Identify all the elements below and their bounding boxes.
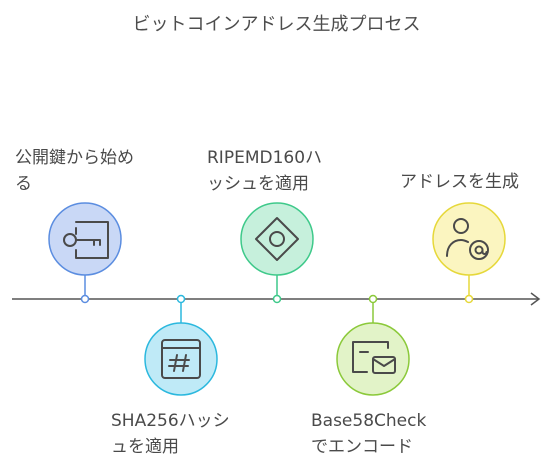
step-5-label-line-1: アドレスを生成 bbox=[400, 172, 519, 192]
step-5-circle bbox=[432, 202, 506, 276]
step-1-label: 公開鍵から始め る bbox=[15, 145, 134, 197]
diamond-icon bbox=[255, 217, 299, 261]
step-4-dot bbox=[368, 294, 378, 304]
step-4-label-line-2: でエンコード bbox=[311, 437, 413, 457]
step-1-label-line-1: 公開鍵から始め bbox=[15, 148, 134, 168]
step-4-label: Base58Check でエンコード bbox=[311, 408, 426, 460]
step-1-label-line-2: る bbox=[15, 174, 32, 194]
step-3-dot bbox=[272, 294, 282, 304]
email-encode-icon bbox=[352, 341, 396, 374]
key-icon bbox=[63, 221, 109, 259]
step-2-label: SHA256ハッシ ュを適用 bbox=[111, 408, 230, 460]
step-5-dot bbox=[464, 294, 474, 304]
step-2-label-line-2: ュを適用 bbox=[111, 437, 179, 457]
diagram-title: ビットコインアドレス生成プロセス bbox=[132, 14, 421, 35]
step-4 bbox=[336, 294, 410, 396]
user-at-icon bbox=[446, 218, 489, 260]
step-1 bbox=[48, 202, 122, 304]
step-2-label-line-1: SHA256ハッシ bbox=[111, 411, 230, 431]
step-3-circle bbox=[240, 202, 314, 276]
step-1-dot bbox=[80, 294, 90, 304]
timeline-arrowhead bbox=[530, 292, 541, 306]
hash-icon bbox=[161, 339, 201, 379]
step-4-label-line-1: Base58Check bbox=[311, 411, 427, 431]
step-3-label-line-2: ッシュを適用 bbox=[207, 174, 309, 194]
step-3 bbox=[240, 202, 314, 304]
step-2 bbox=[144, 294, 218, 396]
step-3-label: RIPEMD160ハ ッシュを適用 bbox=[207, 145, 322, 197]
step-5 bbox=[432, 202, 506, 304]
step-5-label: アドレスを生成 bbox=[400, 169, 519, 195]
step-3-label-line-1: RIPEMD160ハ bbox=[207, 148, 323, 168]
step-2-dot bbox=[176, 294, 186, 304]
